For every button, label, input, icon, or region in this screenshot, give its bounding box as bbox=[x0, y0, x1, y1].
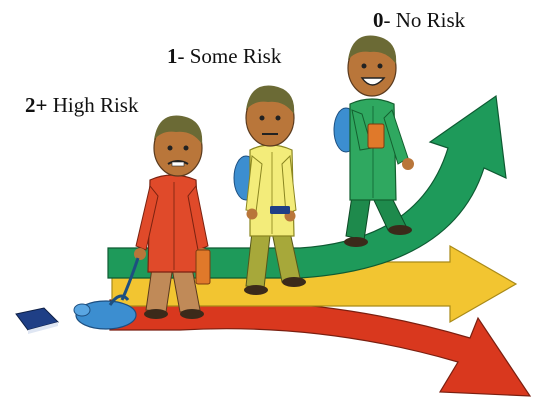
some-risk-text: - Some Risk bbox=[177, 44, 282, 68]
no-risk-label: 0- No Risk bbox=[373, 10, 465, 31]
no-risk-student bbox=[333, 35, 414, 247]
high-risk-student bbox=[120, 115, 211, 319]
red-arrow-icon bbox=[109, 299, 532, 397]
no-risk-text: - No Risk bbox=[383, 8, 466, 32]
high-risk-label: 2+ High Risk bbox=[25, 95, 138, 116]
some-risk-student bbox=[233, 85, 306, 295]
high-risk-number: 2+ bbox=[25, 93, 48, 117]
high-risk-text: High Risk bbox=[47, 93, 139, 117]
some-risk-number: 1 bbox=[167, 44, 178, 68]
no-risk-number: 0 bbox=[373, 8, 384, 32]
some-risk-label: 1- Some Risk bbox=[167, 46, 281, 67]
dropped-book-icon bbox=[15, 307, 59, 334]
dropped-backpack-icon bbox=[73, 294, 137, 330]
